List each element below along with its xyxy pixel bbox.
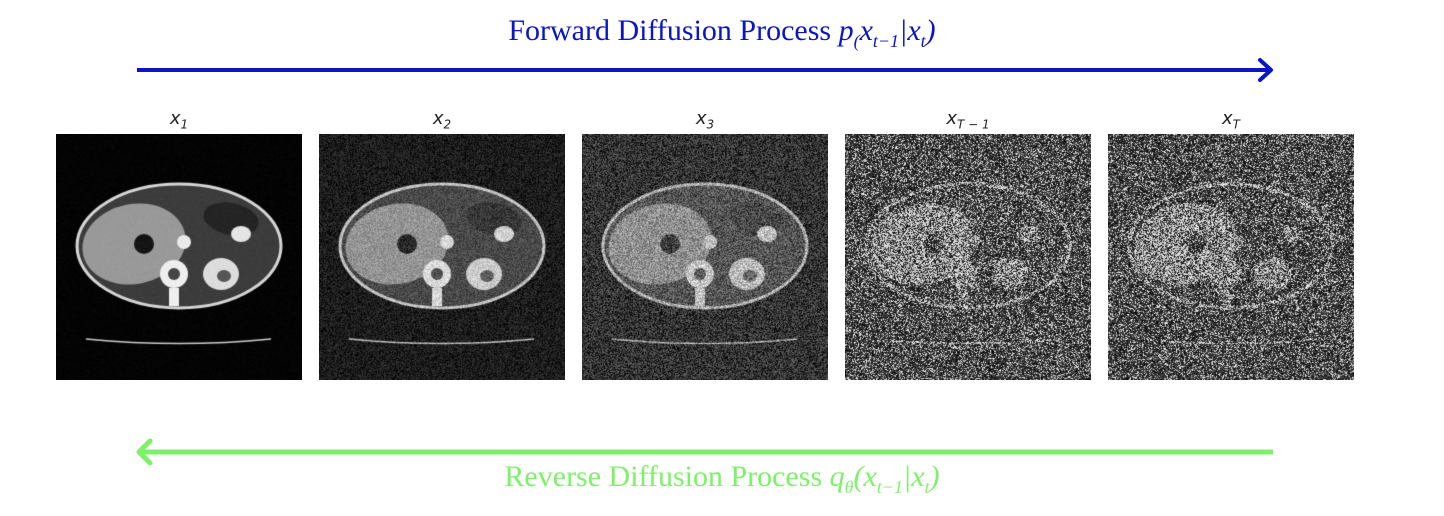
- forward-arrow-head: [1258, 58, 1273, 82]
- frame-label-var: x: [946, 108, 957, 129]
- ct-scan-image-5: [1108, 134, 1354, 380]
- forward-process-formula: p(xt−1|xt): [838, 14, 936, 51]
- frame-label-var: x: [169, 108, 181, 129]
- frame-label-var: x: [695, 108, 707, 129]
- reverse-process-title: Reverse Diffusion Process qθ(xt−1|xt): [0, 460, 1444, 498]
- reverse-process-label: Reverse Diffusion Process: [504, 460, 823, 493]
- forward-process-label: Forward Diffusion Process: [508, 14, 832, 47]
- frame-label-var: x: [1222, 108, 1233, 129]
- ct-scan-image-1: [56, 134, 302, 380]
- reverse-arrow: [136, 438, 1273, 466]
- forward-process-title: Forward Diffusion Process p(xt−1|xt): [0, 14, 1444, 52]
- reverse-arrow-head: [136, 438, 153, 466]
- frame-label-sub: T: [1232, 117, 1240, 132]
- frame-label-3: x3: [582, 108, 828, 132]
- ct-scan-image-2: [319, 134, 565, 380]
- frame-label-4: xT − 1: [845, 108, 1091, 132]
- ct-scan-image-3: [582, 134, 828, 380]
- reverse-process-formula: qθ(xt−1|xt): [829, 460, 940, 497]
- forward-arrow: [137, 58, 1273, 82]
- ct-scan-image-4: [845, 134, 1091, 380]
- frame-label-1: x1: [56, 108, 302, 132]
- frame-label-sub: 3: [706, 117, 715, 132]
- frame-label-2: x2: [319, 108, 565, 132]
- frame-label-sub: 2: [443, 117, 452, 132]
- frame-label-sub: 1: [180, 117, 189, 132]
- frame-label-var: x: [432, 108, 444, 129]
- frame-label-5: xT: [1108, 108, 1354, 132]
- frame-label-sub: T − 1: [957, 117, 990, 132]
